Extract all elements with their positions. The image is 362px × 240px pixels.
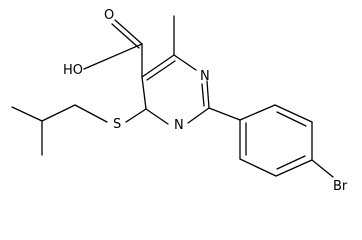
oh-atom-label: HO [63,63,83,78]
bond-s-ch2 [74,104,108,123]
nitrogen-3-label: N [174,118,184,133]
bond-c5-c6-double-b [146,60,176,81]
bond-c6-n1 [173,54,197,71]
bond-n3-c4 [145,108,169,125]
bond-n1-c2-inner [201,83,205,107]
sulfur-label: S [113,117,121,132]
bond-aromatic-inner-3 [276,155,306,170]
bond-ar2-ar3 [274,104,313,123]
nitrogen-1-label: N [200,69,210,84]
bond-c4-c5 [141,76,147,110]
bond-ar1-ar2 [239,104,276,121]
bond-ar4-ar5 [275,159,313,177]
molecule-diagram: HO O N N S Br [11,8,348,194]
structure-canvas: HO O N N S Br [11,8,348,194]
bond-c-o-double-b [111,23,140,49]
bond-ch2-ch [41,104,76,122]
bromine-label: Br [333,179,348,194]
bond-c4-s [125,108,147,123]
bond-c2-aryl [208,107,241,121]
carbonyl-oxygen-label: O [104,8,114,23]
bond-c-oh [83,43,143,70]
bond-ch-me1 [11,106,43,122]
bond-ar5-ar6 [239,158,277,177]
bond-c2-n3 [187,107,210,124]
bond-c5-c6-double-a [141,54,175,78]
bond-n1-c2 [206,80,210,109]
bond-aromatic-inner-2 [276,111,307,127]
bond-c-o-double-a [114,19,143,45]
bond-aryl-br [311,159,334,178]
